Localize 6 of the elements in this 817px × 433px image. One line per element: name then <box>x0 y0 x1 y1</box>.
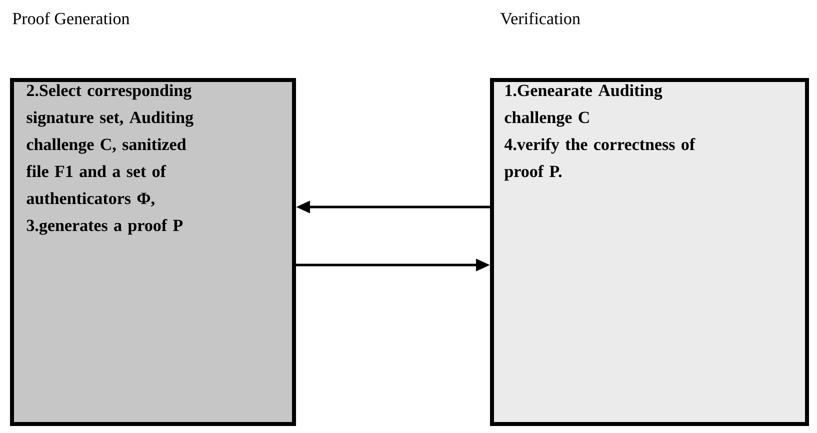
step-text: 4.verify the correctness of proof P. <box>504 138 696 181</box>
heading: Proof Generation <box>12 12 130 24</box>
heading: Verification <box>500 12 580 24</box>
step-text: 1.Genearate Auditing challenge C <box>504 84 662 127</box>
step-text: 2.Select corresponding signature set, Auditing challenge C, sanitized file F1 and a set of authenticators Φ, <box>26 84 194 207</box>
step-text: 3.generates a proof P <box>26 219 183 235</box>
